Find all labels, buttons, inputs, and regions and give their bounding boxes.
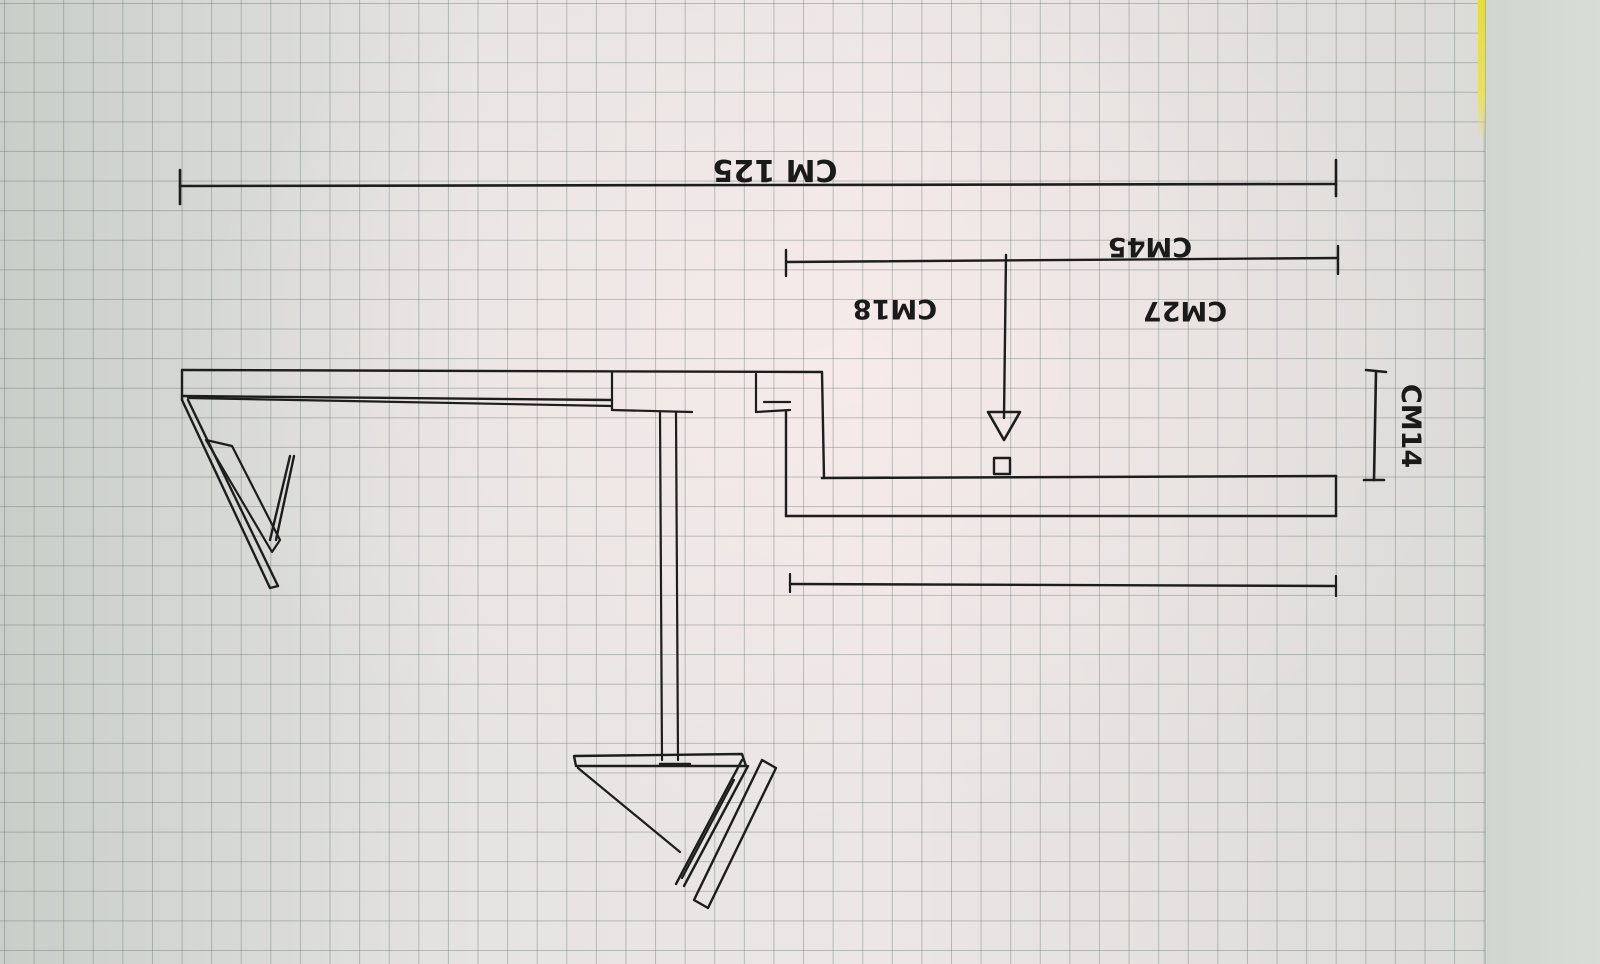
label-width-18: CM18	[853, 293, 937, 324]
right-section-frame	[784, 410, 1338, 518]
lamp-head-bottom	[572, 752, 778, 910]
label-depth-14: CM14	[1395, 384, 1426, 468]
dimension-line-depth	[1362, 368, 1388, 482]
lamp-head-left	[180, 398, 296, 590]
vertical-arm	[658, 410, 694, 762]
dimension-line-45	[784, 244, 1340, 278]
background-surface	[1486, 0, 1600, 964]
label-width-45: CM45	[1108, 231, 1192, 262]
dimension-line-total	[178, 158, 1338, 206]
label-width-27: CM27	[1143, 295, 1227, 326]
notebook-yellow-edge	[1478, 0, 1488, 140]
arrow-pointer	[986, 253, 1022, 476]
main-bar	[180, 368, 826, 480]
reference-line-bottom	[788, 572, 1338, 598]
grid-pattern	[0, 0, 1485, 964]
label-total-width: CM 125	[713, 152, 838, 187]
